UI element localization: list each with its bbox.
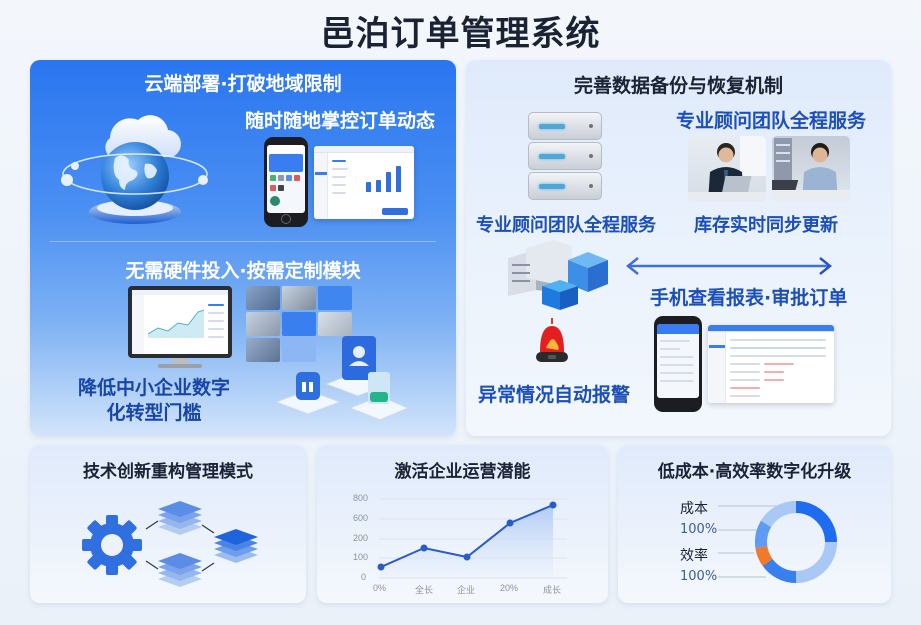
consultant-photo-2 [772, 136, 850, 202]
auto-alarm-label: 异常情况自动报警 [478, 384, 631, 406]
page-title: 邑泊订单管理系统 [320, 14, 601, 54]
cloud-globe-icon [55, 108, 215, 233]
dashboard-window-mockup [314, 146, 414, 219]
datacenter-cubes-icon [506, 240, 610, 312]
monitor-stand [172, 358, 188, 366]
cloud-heading: 云端部署·打破地域限制 [144, 73, 342, 95]
table-window-mockup [708, 325, 834, 403]
potential-panel: 激活企业运营潜能 800 600 200 100 0 [317, 445, 608, 603]
x-tick-3: 20% [500, 583, 519, 593]
y-tick-200: 200 [353, 533, 369, 543]
alarm-siren-icon [532, 318, 572, 368]
cloud-subheading: 随时随地掌控订单动态 [245, 110, 436, 132]
team-service-label-left: 专业顾问团队全程服务 [476, 215, 656, 236]
phone-app-mockup [264, 137, 308, 227]
x-tick-1: 全长 [415, 585, 434, 595]
y-tick-800: 800 [353, 493, 369, 503]
backup-panel: 完善数据备份与恢复机制 专业顾问团队全程服务 专业顾问团队全程服务 [466, 60, 891, 436]
legend-efficiency-label: 效率 [680, 548, 708, 564]
y-tick-600: 600 [353, 513, 369, 523]
desktop-monitor-mockup [128, 286, 232, 358]
efficiency-heading: 低成本·高效率数字化升级 [657, 462, 852, 482]
phone-mockup [654, 316, 702, 412]
y-tick-100: 100 [353, 552, 369, 562]
threshold-caption-line1: 降低中小企业数字 [77, 377, 230, 399]
x-tick-4: 成长 [543, 585, 562, 595]
inventory-sync-label: 库存实时同步更新 [694, 215, 838, 236]
team-service-label-top: 专业顾问团队全程服务 [676, 110, 867, 132]
hardware-tiles-grid [246, 286, 354, 364]
legend-cost-value: 100% [680, 522, 718, 537]
innovation-heading: 技术创新重构管理模式 [83, 462, 253, 482]
gear-icon [80, 513, 144, 577]
x-tick-2: 企业 [457, 585, 476, 595]
legend-cost-label: 成本 [680, 501, 708, 517]
legend-efficiency-value: 100% [680, 569, 718, 584]
hardware-heading: 无需硬件投入·按需定制模块 [125, 260, 361, 282]
server-stack-icon [524, 110, 608, 206]
y-tick-0: 0 [361, 572, 367, 582]
line-chart: 800 600 200 100 0 [347, 491, 567, 595]
layers-icon [142, 497, 262, 597]
sync-arrow-icon [624, 256, 834, 276]
backup-heading: 完善数据备份与恢复机制 [573, 75, 783, 97]
module-blocks-icon [270, 332, 410, 422]
cloud-deployment-panel: 云端部署·打破地域限制 随时随地掌控订单动态 [30, 60, 456, 436]
threshold-caption: 降低中小企业数字 化转型门槛 [74, 376, 234, 426]
line-chart-plot [377, 498, 567, 579]
efficiency-panel: 低成本·高效率数字化升级 成本 100% 效率 100% [618, 445, 891, 603]
monitor-base [158, 364, 202, 368]
potential-heading: 激活企业运营潜能 [394, 462, 531, 482]
mobile-report-label: 手机查看报表·审批订单 [650, 287, 848, 309]
innovation-panel: 技术创新重构管理模式 [30, 445, 306, 603]
x-tick-0: 0% [373, 583, 387, 593]
threshold-caption-line2: 化转型门槛 [106, 402, 202, 424]
consultant-photo-1 [688, 136, 766, 202]
donut-chart [718, 501, 837, 583]
